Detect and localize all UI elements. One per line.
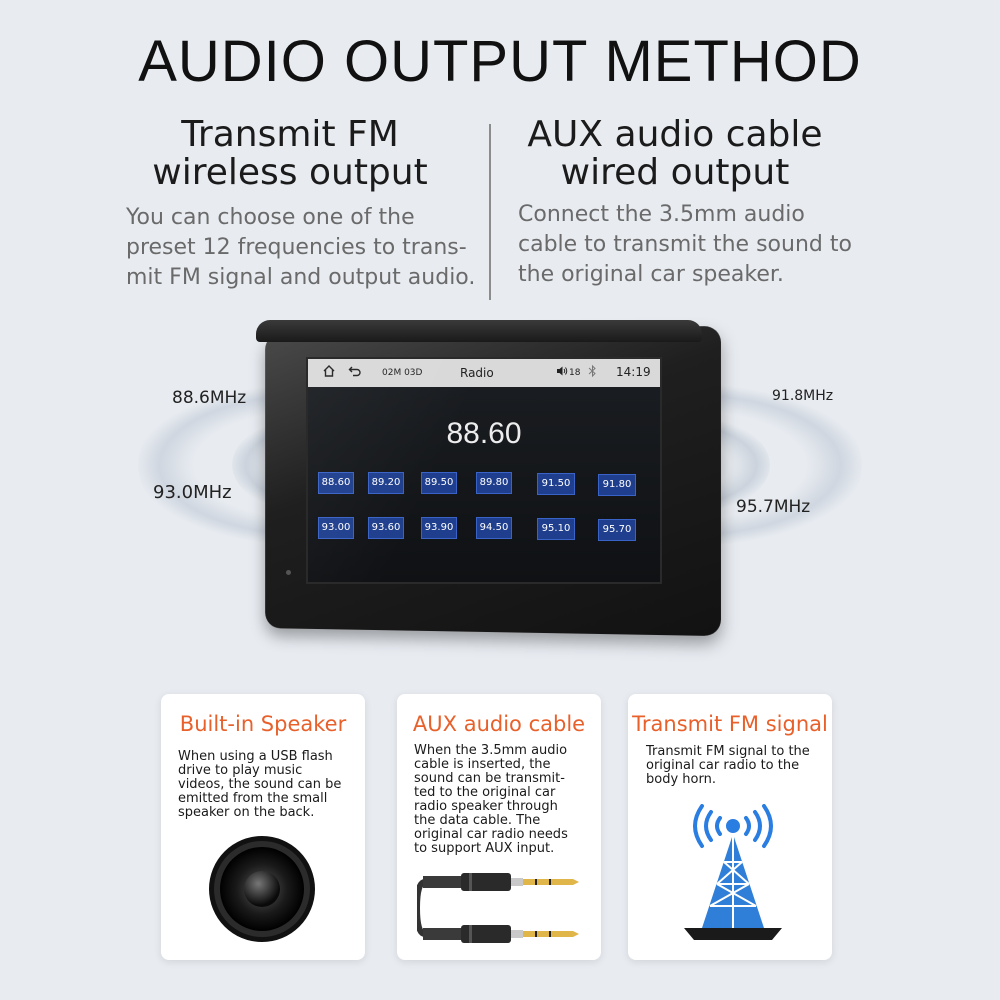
preset-button[interactable]: 93.90 <box>421 517 457 539</box>
aux-card-title: AUX audio cable <box>412 712 586 736</box>
fm-card-text: Transmit FM signal to the original car r… <box>646 745 810 787</box>
aux-text-line: When the 3.5mm audio <box>414 743 568 758</box>
back-icon[interactable] <box>348 364 362 378</box>
builtin-speaker-card: Built-in Speaker When using a USB flash … <box>161 694 365 960</box>
fm-output-heading: Transmit FM wireless output <box>100 116 480 192</box>
frequency-label-88-6: 88.6MHz <box>172 388 247 408</box>
preset-button[interactable]: 89.50 <box>421 472 457 494</box>
aux-desc-line-1: Connect the 3.5mm audio <box>518 202 805 227</box>
fm-text-line: original car radio to the <box>646 758 800 773</box>
aux-text-line: sound can be transmit- <box>414 771 565 786</box>
aux-cable-icon <box>417 873 579 943</box>
preset-button[interactable]: 89.80 <box>476 472 512 494</box>
preset-button[interactable]: 91.80 <box>598 474 636 496</box>
screen-status-bar: 02M 03D Radio 18 14:19 <box>308 359 660 387</box>
radio-tower-icon <box>684 804 782 940</box>
preset-button[interactable]: 91.50 <box>537 473 575 495</box>
bluetooth-icon <box>588 364 596 378</box>
preset-button[interactable]: 89.20 <box>368 472 404 494</box>
volume-icon[interactable] <box>556 365 568 377</box>
aux-text-line: ted to the original car <box>414 785 556 800</box>
device-sun-visor <box>256 320 702 342</box>
speaker-text-line: drive to play music <box>178 763 303 778</box>
fm-desc-line-3: mit FM signal and output audio. <box>126 265 476 290</box>
clock: 14:19 <box>616 365 651 379</box>
preset-button[interactable]: 93.00 <box>318 517 354 539</box>
home-icon[interactable] <box>322 364 336 378</box>
speaker-card-text: When using a USB flash drive to play mus… <box>178 750 341 820</box>
fm-card-title: Transmit FM signal <box>632 712 828 736</box>
aux-text-line: to support AUX input. <box>414 841 555 856</box>
screen-glare <box>308 359 660 582</box>
aux-heading-line-1: AUX audio cable <box>527 114 823 155</box>
aux-desc-line-3: the original car speaker. <box>518 262 784 287</box>
speaker-text-line: videos, the sound can be <box>178 777 342 792</box>
frequency-label-91-8: 91.8MHz <box>772 388 834 404</box>
aux-text-line: original car radio needs <box>414 827 568 842</box>
fm-output-description: You can choose one of the preset 12 freq… <box>126 203 486 293</box>
aux-text-line: the data cable. The <box>414 813 541 828</box>
speaker-card-title: Built-in Speaker <box>179 712 347 736</box>
aux-text-line: cable is inserted, the <box>414 757 551 772</box>
page-title: AUDIO OUTPUT METHOD <box>138 29 862 94</box>
speaker-text-line: speaker on the back. <box>178 805 315 820</box>
aux-desc-line-2: cable to transmit the sound to <box>518 232 852 257</box>
frequency-label-95-7: 95.7MHz <box>736 497 811 517</box>
screen-title: Radio <box>460 366 494 380</box>
aux-cable-card: AUX audio cable When the 3.5mm audio cab… <box>397 694 601 960</box>
device-screen: 02M 03D Radio 18 14:19 88.60 88.60 89.20 8… <box>306 357 662 584</box>
preset-button[interactable]: 88.60 <box>318 472 354 494</box>
aux-output-description: Connect the 3.5mm audio cable to transmi… <box>518 200 868 290</box>
aux-output-heading: AUX audio cable wired output <box>490 116 860 192</box>
fm-heading-line-1: Transmit FM <box>181 114 399 155</box>
fm-heading-line-2: wireless output <box>152 152 428 193</box>
date-readout: 02M 03D <box>382 368 423 378</box>
column-divider <box>489 124 491 300</box>
fm-desc-line-2: preset 12 frequencies to trans- <box>126 235 467 260</box>
preset-button[interactable]: 95.10 <box>537 518 575 540</box>
aux-heading-line-2: wired output <box>560 152 790 193</box>
fm-signal-card: Transmit FM signal Transmit FM signal to… <box>628 694 832 960</box>
preset-button[interactable]: 93.60 <box>368 517 404 539</box>
current-frequency: 88.60 <box>446 417 522 450</box>
fm-desc-line-1: You can choose one of the <box>126 205 415 230</box>
volume-level: 18 <box>569 368 581 378</box>
speaker-text-line: emitted from the small <box>178 791 328 806</box>
preset-button[interactable]: 95.70 <box>598 519 636 541</box>
microphone-hole <box>286 570 291 575</box>
fm-text-line: Transmit FM signal to the <box>646 744 810 759</box>
speaker-text-line: When using a USB flash <box>178 749 333 764</box>
fm-text-line: body horn. <box>646 772 716 787</box>
preset-button[interactable]: 94.50 <box>476 517 512 539</box>
aux-card-text: When the 3.5mm audio cable is inserted, … <box>414 744 568 856</box>
frequency-label-93-0: 93.0MHz <box>153 482 232 503</box>
aux-text-line: radio speaker through <box>414 799 558 814</box>
speaker-icon <box>209 836 315 942</box>
